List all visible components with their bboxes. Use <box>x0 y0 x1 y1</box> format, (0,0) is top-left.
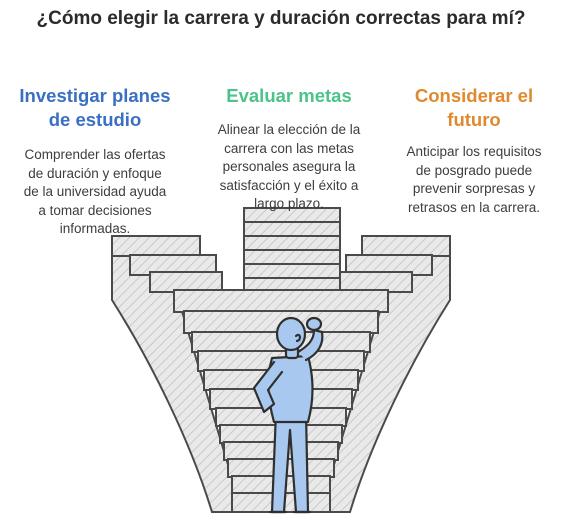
desc-line: carrera con las metas <box>224 140 354 156</box>
desc-line: largo plazo. <box>254 196 324 211</box>
column-center-description: Alinear la elección de la carrera con la… <box>196 121 382 214</box>
heading-line: futuro <box>447 109 501 130</box>
thinking-person-figure <box>252 316 324 514</box>
desc-line: prevenir sorpresas y <box>412 181 536 196</box>
desc-line: informadas. <box>59 221 131 236</box>
desc-line: Comprender las ofertas <box>24 147 166 162</box>
page-title: ¿Cómo elegir la carrera y duración corre… <box>36 8 526 29</box>
desc-line: Anticipar los requisitos <box>406 144 542 159</box>
heading-line: Evaluar metas <box>226 85 352 106</box>
desc-line: satisfacción y el éxito a <box>219 177 359 193</box>
center-tower <box>243 207 341 299</box>
column-left-description: Comprender las ofertas de duración y enf… <box>6 146 184 239</box>
desc-line: de duración y enfoque <box>28 165 162 181</box>
left-stairs <box>111 235 223 293</box>
desc-line: de posgrado puede <box>415 162 533 178</box>
desc-line: Alinear la elección de la <box>217 122 361 137</box>
heading-line: Investigar planes <box>19 85 171 106</box>
right-stairs <box>339 235 451 293</box>
column-right-description: Anticipar los requisitos de posgrado pue… <box>392 143 556 217</box>
desc-line: retrasos en la carrera. <box>407 199 541 215</box>
right-wall <box>329 236 451 513</box>
column-left-heading: Investigar planes de estudio <box>6 84 184 132</box>
desc-line: personales asegura la <box>222 159 356 174</box>
heading-line: de estudio <box>48 109 142 130</box>
desc-line: a tomar decisiones <box>38 202 152 218</box>
column-center-heading: Evaluar metas <box>196 84 382 108</box>
column-right-heading: Considerar el futuro <box>392 84 556 132</box>
desc-line: de la universidad ayuda <box>23 184 167 199</box>
heading-line: Considerar el <box>414 85 534 106</box>
left-wall <box>111 236 233 513</box>
